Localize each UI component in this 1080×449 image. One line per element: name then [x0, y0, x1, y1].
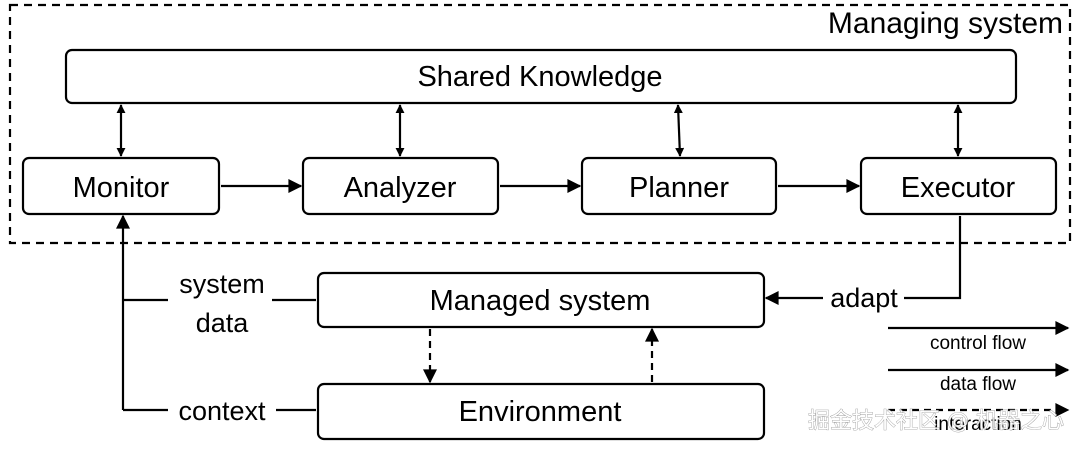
managing-system-label: Managing system [828, 7, 1063, 40]
context-label: context [178, 396, 266, 426]
planner-label: Planner [629, 172, 729, 204]
executor-box: Executor [859, 156, 1058, 216]
environment-label: Environment [459, 396, 622, 428]
legend-control-flow-label: control flow [930, 333, 1026, 354]
adapt-label: adapt [830, 283, 898, 313]
managed-system-box: Managed system [316, 271, 766, 329]
monitor-label: Monitor [73, 172, 170, 204]
analyzer-label: Analyzer [344, 172, 457, 204]
planner-box: Planner [580, 156, 778, 216]
executor-label: Executor [901, 172, 1016, 204]
shared-knowledge-box: Shared Knowledge [64, 48, 1018, 105]
system-data-label-line1: system [179, 269, 265, 299]
legend: control flow data flow interaction [888, 321, 1070, 435]
watermark: 掘金技术社区 @ 机器之心 [808, 409, 1064, 434]
environment-box: Environment [316, 382, 766, 441]
legend-interaction-label: interaction [934, 414, 1022, 435]
system-data-label-line2: data [196, 308, 250, 338]
knowledge-planner-arrow [673, 104, 685, 157]
monitor-box: Monitor [21, 156, 221, 216]
legend-data-flow-label: data flow [940, 374, 1016, 395]
executor-adapt-line [904, 216, 962, 300]
managing-system-frame [8, 3, 1072, 245]
shared-knowledge-label: Shared Knowledge [417, 61, 662, 93]
analyzer-box: Analyzer [301, 156, 500, 216]
managed-system-label: Managed system [430, 285, 651, 317]
